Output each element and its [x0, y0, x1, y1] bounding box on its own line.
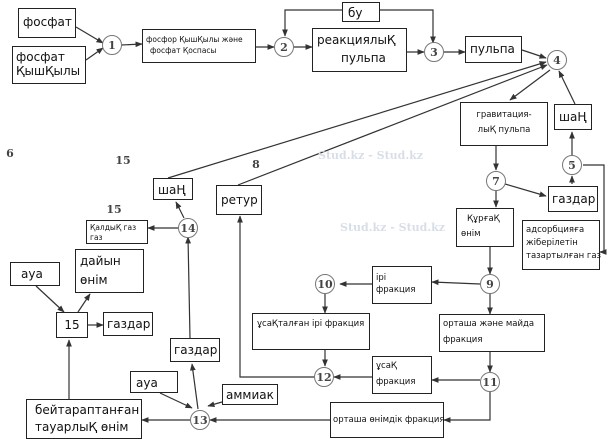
node-8-label: 8	[252, 157, 260, 171]
box-phosphoric-acid: фосфат ҚышҚылы	[12, 46, 86, 84]
box-coarse-fraction: ірі фракция	[372, 266, 432, 304]
node-13: 13	[190, 410, 210, 430]
box-label: адсорбцияға	[526, 225, 585, 235]
box-label: пульпа	[341, 51, 386, 66]
node-7: 7	[486, 171, 506, 191]
box-label: ҚышҚылы	[16, 64, 81, 79]
box-label: жіберілетін	[526, 238, 578, 249]
box-label: тазартылған газ	[526, 251, 602, 262]
box-dry-product: ҚұрғаҚ өнім	[456, 208, 514, 247]
box-gases-bottom: газдар	[170, 338, 220, 362]
node-12: 12	[314, 367, 334, 387]
box-label: газдар	[174, 343, 218, 357]
box-crushed-coarse-fraction: ұсаҚталған ірі фракция	[252, 313, 370, 350]
box-label: ұсаҚталған ірі фракция	[257, 319, 365, 329]
box-label: ауа	[21, 267, 43, 281]
box-label: ірі	[376, 273, 387, 283]
box-adsorption-gas: адсорбцияға жіберілетін тазартылған газ	[522, 220, 602, 270]
box-air-bottom: ауа	[130, 371, 178, 393]
box-reaction-pulp: реакциялыҚ пульпа	[312, 28, 407, 72]
node-15-label: 15	[106, 202, 122, 216]
box-air-left: ауа	[10, 262, 60, 286]
box-label: орташа өнімдік фракция	[333, 415, 445, 425]
node-2: 2	[274, 37, 294, 57]
box-gases-right: газдар	[548, 186, 598, 212]
box-return: ретур	[216, 185, 262, 215]
box-label: фракция	[376, 377, 416, 388]
box-medium-fine-fraction: орташа және майда фракция	[439, 314, 545, 352]
box-residual-gas: ҚалдыҚ газ газ	[86, 220, 148, 244]
box-gravity-pulp: гравитация- лыҚ пульпа	[460, 102, 548, 146]
box-label: газ	[90, 233, 103, 242]
box-label: тауарлыҚ өнім	[35, 420, 129, 435]
box-ammonia: аммиак	[222, 384, 278, 405]
node-3: 3	[424, 42, 444, 62]
box-label: ҚұрғаҚ	[467, 214, 500, 224]
box-label: бу	[348, 6, 363, 20]
box-dust-left: шаҢ	[153, 178, 193, 200]
box-gases-left: газдар	[103, 312, 153, 336]
box-label: фосфат	[23, 15, 72, 29]
box-label: фосфор ҚышҚылы және	[146, 35, 243, 44]
box-dust-right: шаҢ	[554, 104, 592, 130]
box-label: өнім	[80, 273, 108, 288]
box-label: шаҢ	[158, 183, 186, 197]
box-label: бейтараптанған	[35, 403, 140, 417]
box-label: гравитация-	[476, 110, 532, 120]
box-label: фракция	[376, 285, 416, 296]
box-label: шаҢ	[559, 110, 587, 124]
node-6-label: 6	[6, 146, 14, 160]
node-4: 4	[547, 50, 567, 70]
box-label: дайын	[80, 254, 121, 268]
box-label: орташа және майда	[443, 319, 535, 329]
box-medium-product-fraction: орташа өнімдік фракция	[330, 402, 444, 438]
box-label: өнім	[461, 229, 481, 240]
box-label: газдар	[552, 192, 596, 206]
box-steam: бу	[342, 2, 380, 22]
box-label: реакциялыҚ	[317, 33, 396, 47]
watermark: Stud.kz - Stud.kz	[318, 149, 424, 162]
box-pulp: пульпа	[465, 36, 522, 63]
node-14: 14	[178, 218, 198, 238]
box-label: фосфат Қоспасы	[150, 46, 217, 55]
box-acid-mixture: фосфор ҚышҚылы және фосфат Қоспасы	[142, 29, 256, 63]
box-label: ретур	[221, 193, 258, 207]
box-label: аммиак	[226, 388, 274, 402]
node-15-stray-label: 15	[115, 153, 131, 167]
box-label: ҚалдыҚ газ	[90, 223, 137, 232]
box-label: ұсаҚ	[376, 361, 397, 371]
box-label: ауа	[136, 376, 158, 390]
box-ready-product: дайын өнім	[75, 249, 144, 293]
box-label: газдар	[107, 317, 151, 331]
box-label: лыҚ пульпа	[477, 125, 531, 136]
box-neutralized-product: бейтараптанған тауарлыҚ өнім	[26, 399, 142, 439]
box-fine-fraction: ұсаҚ фракция	[372, 356, 432, 394]
watermark: Stud.kz - Stud.kz	[340, 221, 446, 234]
node-1: 1	[102, 35, 122, 55]
node-10: 10	[315, 274, 335, 294]
box-phosphate: фосфат	[18, 8, 76, 38]
box-label: пульпа	[470, 42, 515, 56]
box-label: фракция	[443, 335, 483, 346]
node-9: 9	[480, 274, 500, 294]
box-label: фосфат	[16, 50, 65, 64]
node-15-square: 15	[56, 312, 88, 338]
node-11: 11	[480, 372, 500, 392]
node-5: 5	[562, 155, 582, 175]
